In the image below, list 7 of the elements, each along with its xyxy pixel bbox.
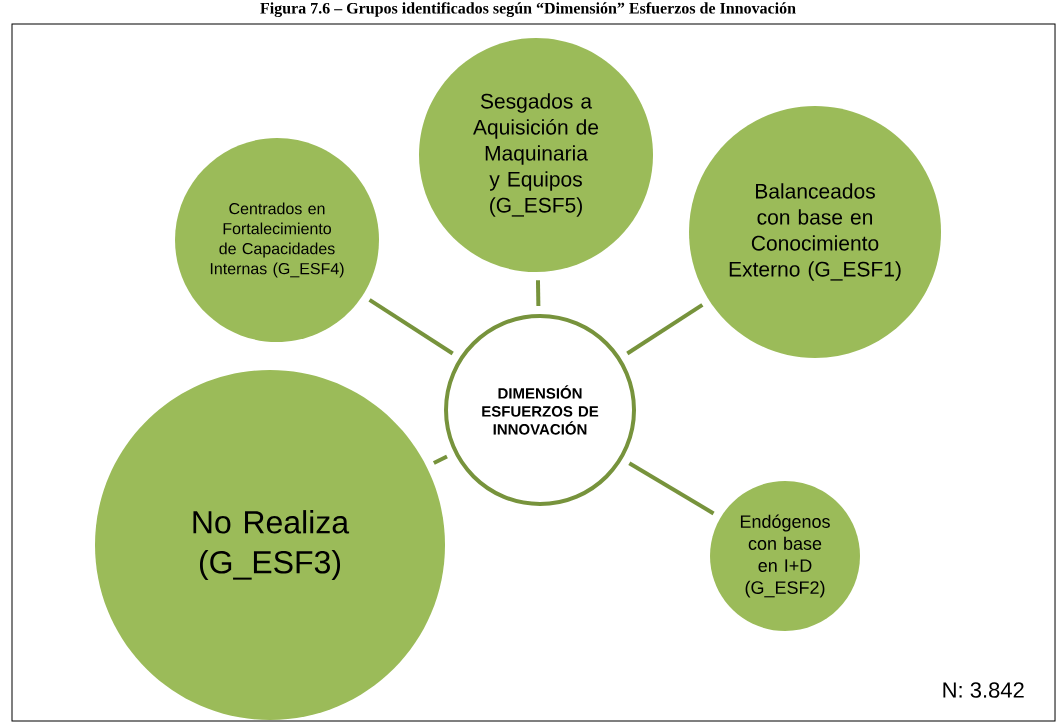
connector-line — [626, 303, 704, 356]
connector-line — [368, 298, 454, 356]
sample-size-note: N: 3.842 — [943, 682, 1024, 698]
connector-line — [432, 454, 448, 465]
connector-line — [628, 461, 715, 516]
connector-line — [535, 280, 541, 307]
figure-title: Figura 7.6 – Grupos identificados según “Dimensión” Esfuerzos de Innovación — [260, 2, 796, 17]
